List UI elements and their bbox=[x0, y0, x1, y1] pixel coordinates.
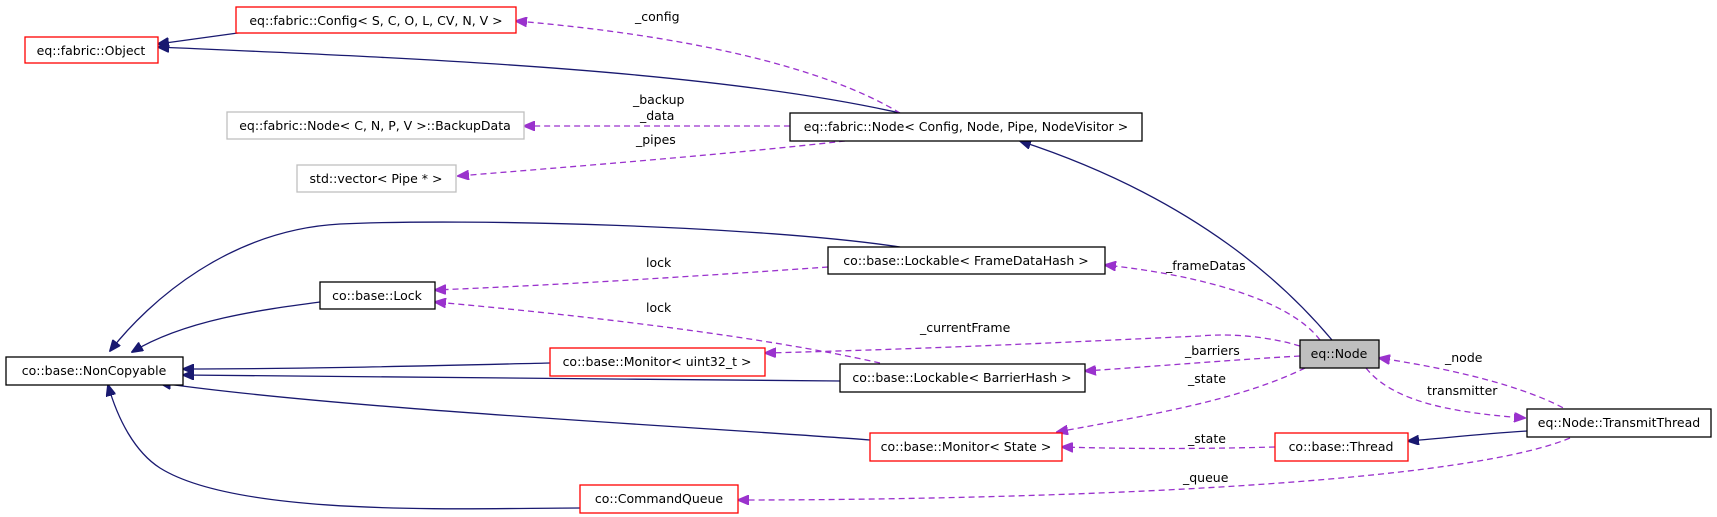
node-lockable-barrier[interactable]: co::base::Lockable< BarrierHash > bbox=[839, 363, 1086, 393]
label-node: _node bbox=[1444, 350, 1483, 365]
edge-transmit-to-thread bbox=[1408, 430, 1528, 441]
node-monitor-uint[interactable]: co::base::Monitor< uint32_t > bbox=[549, 347, 766, 377]
edge-transmit-node bbox=[1379, 358, 1581, 419]
edge-lock-to-noncopyable bbox=[132, 301, 321, 352]
node-lockable-frame-label: co::base::Lockable< FrameDataHash > bbox=[843, 253, 1088, 268]
label-config: _config bbox=[634, 9, 680, 24]
label-state-thread: _state bbox=[1187, 431, 1226, 446]
node-queue-label: co::CommandQueue bbox=[595, 491, 724, 506]
node-transmit-label: eq::Node::TransmitThread bbox=[1538, 415, 1700, 430]
label-lock-frame: lock bbox=[646, 255, 672, 270]
edge-monitor-state-to-noncopyable bbox=[160, 383, 871, 441]
node-queue[interactable]: co::CommandQueue bbox=[579, 484, 739, 514]
node-backup[interactable]: eq::fabric::Node< C, N, P, V >::BackupDa… bbox=[226, 111, 525, 140]
label-data: _data bbox=[639, 108, 674, 123]
node-eq-node[interactable]: eq::Node bbox=[1299, 339, 1380, 369]
node-transmit[interactable]: eq::Node::TransmitThread bbox=[1526, 408, 1712, 438]
node-object[interactable]: eq::fabric::Object bbox=[24, 36, 159, 64]
usage-edges bbox=[435, 21, 1581, 500]
edge-lockable-frame-lock bbox=[435, 266, 829, 290]
node-lock[interactable]: co::base::Lock bbox=[319, 281, 436, 310]
edge-fabric-node-pipes bbox=[458, 140, 846, 176]
node-backup-label: eq::fabric::Node< C, N, P, V >::BackupDa… bbox=[239, 118, 511, 133]
edge-thread-state bbox=[1062, 447, 1276, 449]
node-thread-label: co::base::Thread bbox=[1289, 439, 1394, 454]
node-thread[interactable]: co::base::Thread bbox=[1274, 432, 1409, 462]
edge-labels: _config _backup _data _pipes lock lock _… bbox=[632, 9, 1498, 485]
label-transmitter: transmitter bbox=[1427, 383, 1498, 398]
node-config[interactable]: eq::fabric::Config< S, C, O, L, CV, N, V… bbox=[235, 6, 517, 34]
label-current-frame: _currentFrame bbox=[919, 320, 1011, 335]
edge-fabric-node-to-object bbox=[158, 47, 901, 114]
node-fabric-node[interactable]: eq::fabric::Node< Config, Node, Pipe, No… bbox=[789, 112, 1143, 142]
label-lock-barrier: lock bbox=[646, 300, 672, 315]
label-backup: _backup bbox=[632, 92, 684, 107]
label-queue: _queue bbox=[1182, 470, 1229, 485]
edge-eq-node-state bbox=[1057, 367, 1306, 432]
label-state-node: _state bbox=[1187, 371, 1226, 386]
node-object-label: eq::fabric::Object bbox=[37, 43, 146, 58]
node-lockable-frame[interactable]: co::base::Lockable< FrameDataHash > bbox=[827, 246, 1106, 275]
node-monitor-state[interactable]: co::base::Monitor< State > bbox=[869, 432, 1063, 462]
edge-lockable-barrier-lock bbox=[435, 302, 881, 364]
edge-eq-node-transmitter bbox=[1365, 367, 1525, 418]
node-noncopyable[interactable]: co::base::NonCopyable bbox=[5, 356, 184, 386]
node-config-label: eq::fabric::Config< S, C, O, L, CV, N, V… bbox=[249, 13, 502, 28]
node-vector-label: std::vector< Pipe * > bbox=[310, 171, 443, 186]
node-lock-label: co::base::Lock bbox=[332, 288, 422, 303]
edge-eq-node-to-fabric-node bbox=[1020, 141, 1333, 341]
edge-eq-node-barriers bbox=[1085, 355, 1301, 371]
node-monitor-state-label: co::base::Monitor< State > bbox=[881, 439, 1052, 454]
label-pipes: _pipes bbox=[635, 132, 676, 147]
node-eq-node-label: eq::Node bbox=[1311, 346, 1368, 361]
edge-lockable-frame-to-noncopyable bbox=[110, 221, 901, 351]
edge-config-to-object bbox=[158, 31, 246, 44]
node-lockable-barrier-label: co::base::Lockable< BarrierHash > bbox=[852, 370, 1071, 385]
edge-fabric-node-config bbox=[516, 21, 901, 114]
inheritance-edges bbox=[108, 31, 1528, 510]
edge-monitor-uint-to-noncopyable bbox=[183, 362, 551, 369]
edge-lockable-barrier-to-noncopyable bbox=[183, 375, 841, 382]
label-frame-datas: _frameDatas bbox=[1165, 258, 1246, 273]
node-noncopyable-label: co::base::NonCopyable bbox=[22, 363, 167, 378]
edge-queue-to-noncopyable bbox=[108, 385, 581, 510]
node-vector[interactable]: std::vector< Pipe * > bbox=[296, 164, 457, 193]
edge-eq-node-frame-datas bbox=[1105, 265, 1321, 341]
node-fabric-node-label: eq::fabric::Node< Config, Node, Pipe, No… bbox=[804, 119, 1128, 134]
label-barriers: _barriers bbox=[1184, 343, 1240, 358]
node-monitor-uint-label: co::base::Monitor< uint32_t > bbox=[563, 354, 752, 369]
class-nodes: eq::fabric::Config< S, C, O, L, CV, N, V… bbox=[5, 6, 1712, 514]
edge-transmit-queue bbox=[738, 437, 1571, 500]
edge-eq-node-current-frame bbox=[765, 334, 1301, 353]
